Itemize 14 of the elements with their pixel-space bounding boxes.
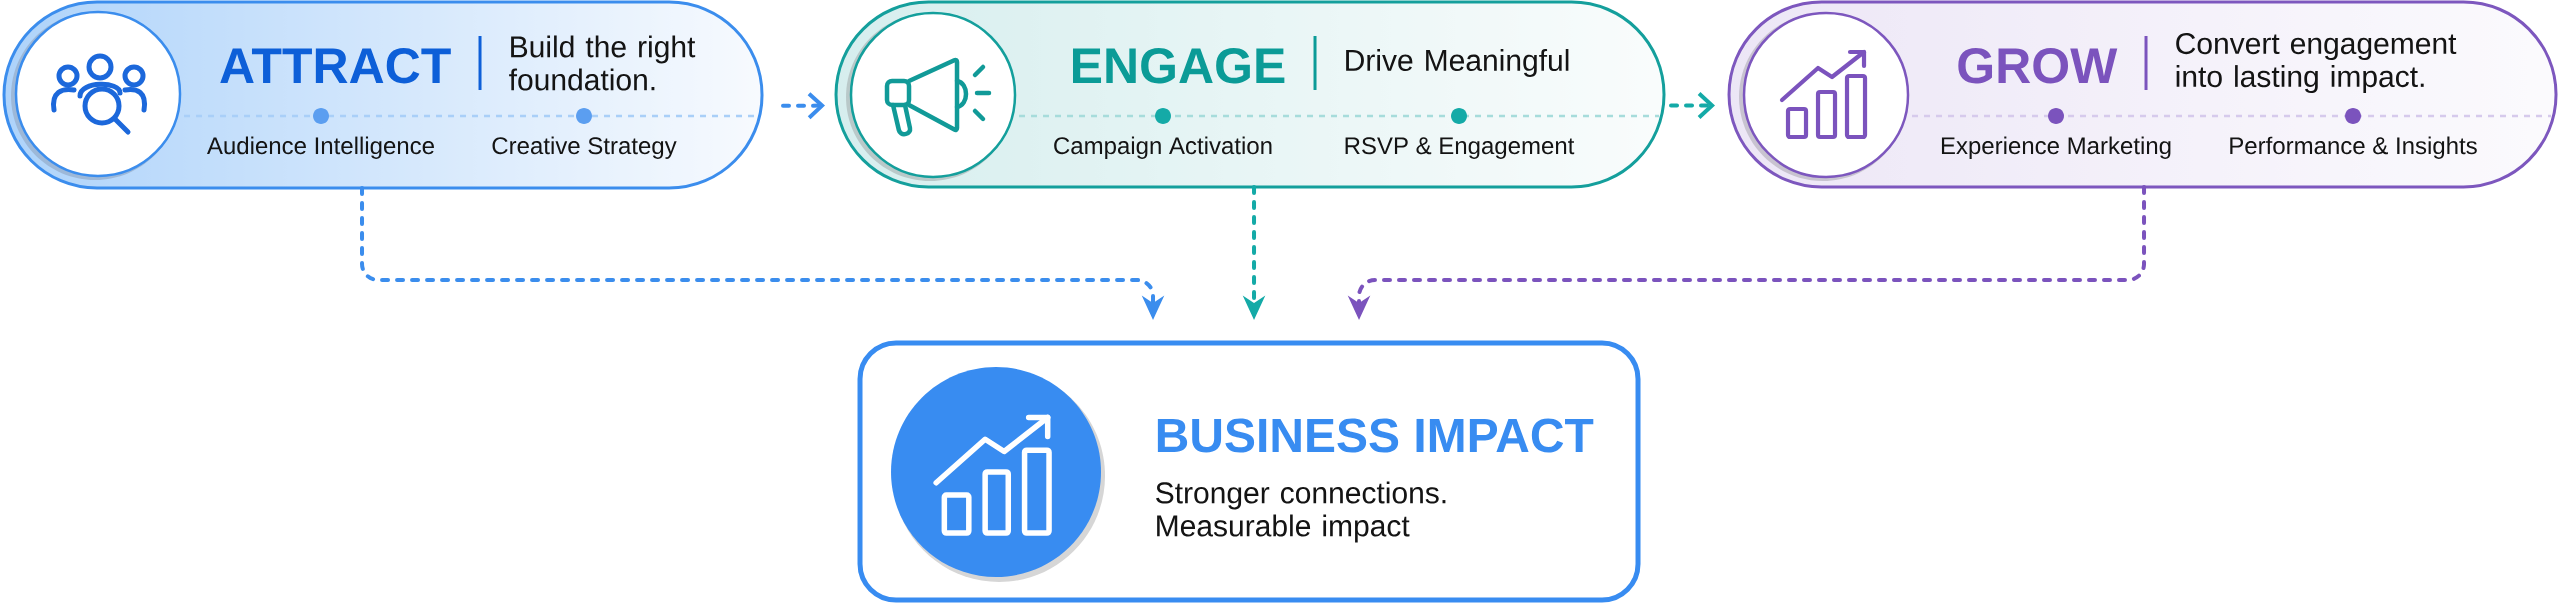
stage-tagline: Build the right foundation. [509,35,696,91]
stage-title: ATTRACT [220,48,451,84]
impact-text: Stronger connections. Measurable impact [1156,481,1446,543]
item-label: Performance & Insights [2230,136,2477,159]
stage-tagline: Convert engagement into lasting impact. [2176,32,2457,94]
stage-title: GROW [1958,48,2118,84]
impact-title: BUSINESS IMPACT [1157,418,1594,453]
stage-tagline: Drive Meaningful [1346,49,1569,77]
item-label: Campaign Activation [1054,136,1272,159]
item-label: Audience Intelligence [207,136,434,159]
stage-title: ENGAGE [1073,48,1285,84]
item-label: Experience Marketing [1941,136,2171,159]
item-label: RSVP & Engagement [1345,137,1575,159]
item-label: Creative Strategy [492,136,677,159]
